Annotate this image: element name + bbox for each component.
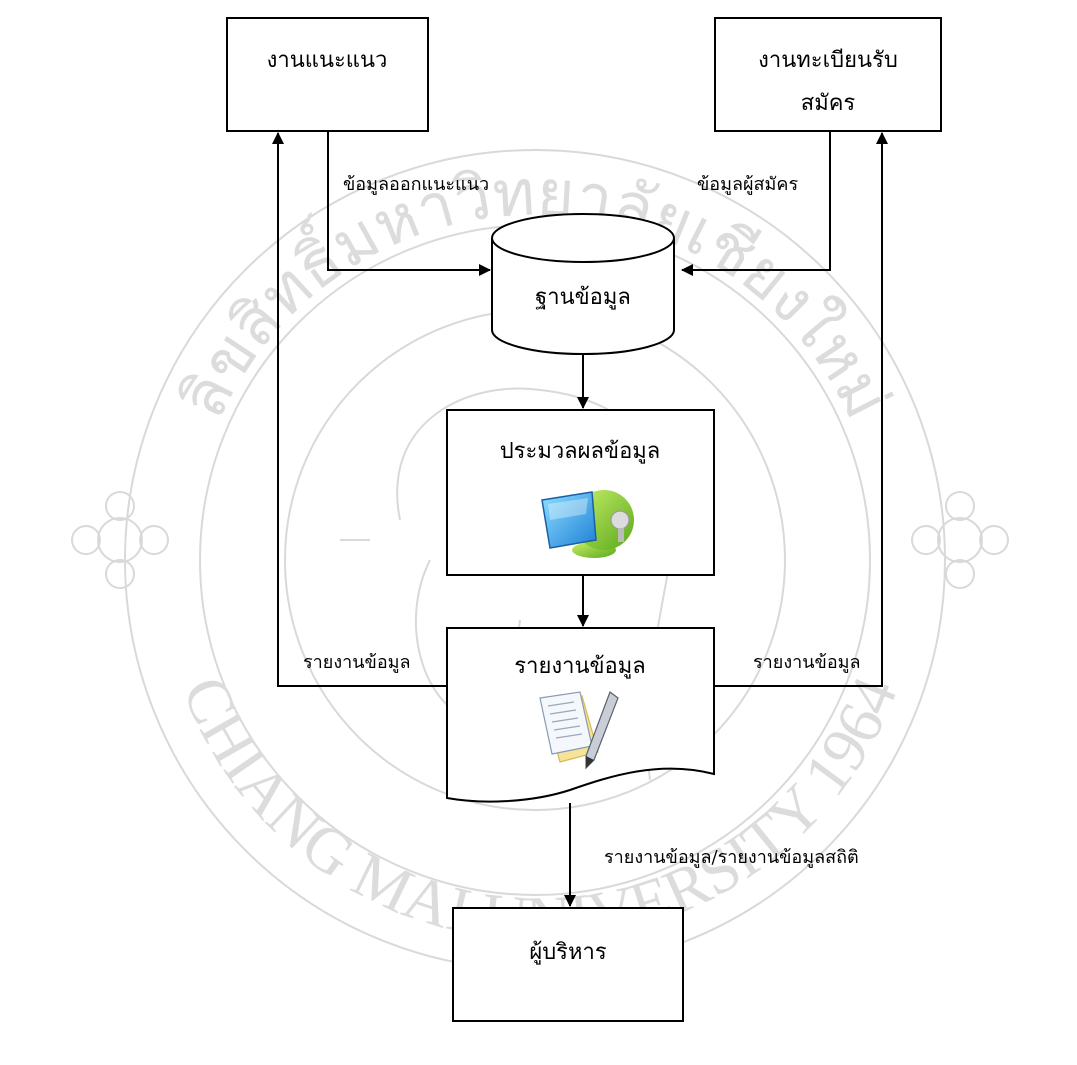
node-guidance-label: งานแนะแนว	[267, 48, 388, 73]
watermark-flower-left-icon	[71, 491, 169, 589]
edge-label-guidance-to-db: ข้อมูลออกแนะแนว	[343, 174, 489, 195]
connectors	[272, 130, 888, 907]
watermark-flower-right-icon	[911, 491, 1009, 589]
node-database-label: ฐานข้อมูล	[535, 285, 631, 310]
computer-icon	[541, 490, 634, 558]
edge-registration-to-database	[681, 130, 831, 276]
node-report: รายงานข้อมูล	[446, 627, 715, 803]
node-registration-label-line1: งานทะเบียนรับ	[758, 48, 898, 73]
edge-report-to-guidance	[272, 132, 447, 687]
edge-labels: ข้อมูลออกแนะแนว ข้อมูลผู้สมัคร รายงานข้อ…	[303, 174, 861, 868]
node-registration: งานทะเบียนรับ สมัคร	[714, 17, 942, 132]
node-registration-label-line2: สมัคร	[801, 91, 856, 116]
node-guidance: งานแนะแนว	[226, 17, 429, 132]
edge-guidance-to-database	[327, 130, 491, 276]
edge-report-to-registration	[714, 132, 888, 687]
node-report-label: รายงานข้อมูล	[514, 654, 645, 679]
node-database: ฐานข้อมูล	[491, 213, 675, 355]
edge-label-registration-to-db: ข้อมูลผู้สมัคร	[697, 174, 798, 195]
document-pen-icon	[539, 691, 619, 770]
node-executive-label: ผู้บริหาร	[529, 940, 607, 965]
edge-label-report-to-guidance: รายงานข้อมูล	[303, 652, 411, 673]
node-processing: ประมวลผลข้อมูล	[446, 409, 715, 576]
node-processing-label: ประมวลผลข้อมูล	[500, 439, 661, 464]
node-executive: ผู้บริหาร	[452, 907, 684, 1022]
edge-label-report-to-registration: รายงานข้อมูล	[753, 652, 861, 673]
edge-label-report-to-executive: รายงานข้อมูล/รายงานข้อมูลสถิติ	[604, 847, 859, 868]
